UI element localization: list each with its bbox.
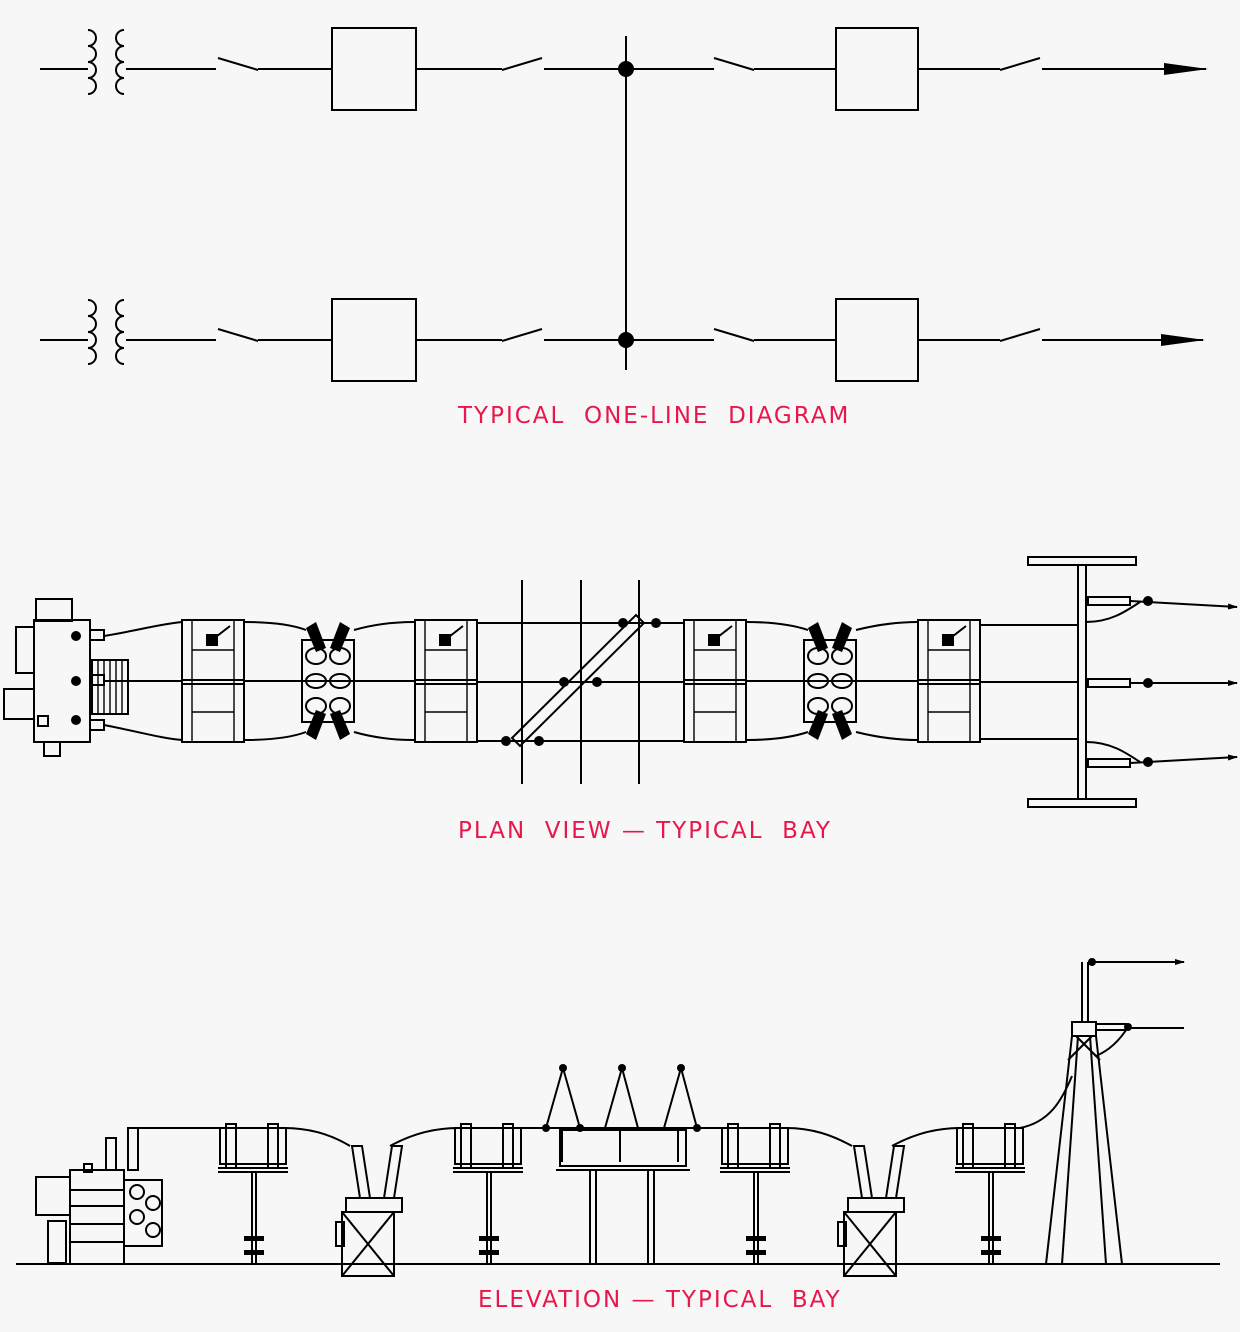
one-line-diagram-caption: TYPICAL ONE-LINE DIAGRAM <box>457 403 850 429</box>
plan-ct-4 <box>917 619 981 743</box>
elevation-caption: ELEVATION — TYPICAL BAY <box>478 1287 842 1313</box>
elevation-bus-support <box>542 1064 701 1264</box>
elevation-view: ELEVATION — TYPICAL BAY <box>16 958 1220 1313</box>
elevation-transformer <box>35 1127 163 1265</box>
elevation-dead-end-tower <box>1045 958 1185 1265</box>
elevation-ct-2 <box>452 1123 524 1265</box>
plan-view-caption: PLAN VIEW — TYPICAL BAY <box>458 818 832 844</box>
plan-view: PLAN VIEW — TYPICAL BAY <box>3 556 1238 844</box>
elevation-breaker-1 <box>335 1145 403 1277</box>
plan-ct-1 <box>181 619 245 743</box>
plan-dead-end-structure <box>1027 556 1238 808</box>
one-line-diagram: TYPICAL ONE-LINE DIAGRAM <box>40 27 1208 429</box>
plan-transformer <box>3 598 129 757</box>
one-line-row-2 <box>40 298 1205 382</box>
plan-ct-3 <box>683 619 747 743</box>
elevation-ct-3 <box>719 1123 791 1265</box>
plan-breaker-1 <box>301 621 355 741</box>
plan-ct-2 <box>414 619 478 743</box>
elevation-ct-1 <box>217 1123 289 1265</box>
elevation-ct-4 <box>954 1123 1026 1265</box>
plan-bus-structure <box>501 580 661 784</box>
one-line-row-1 <box>40 27 1208 111</box>
elevation-breaker-2 <box>837 1145 905 1277</box>
plan-breaker-2 <box>803 621 857 741</box>
